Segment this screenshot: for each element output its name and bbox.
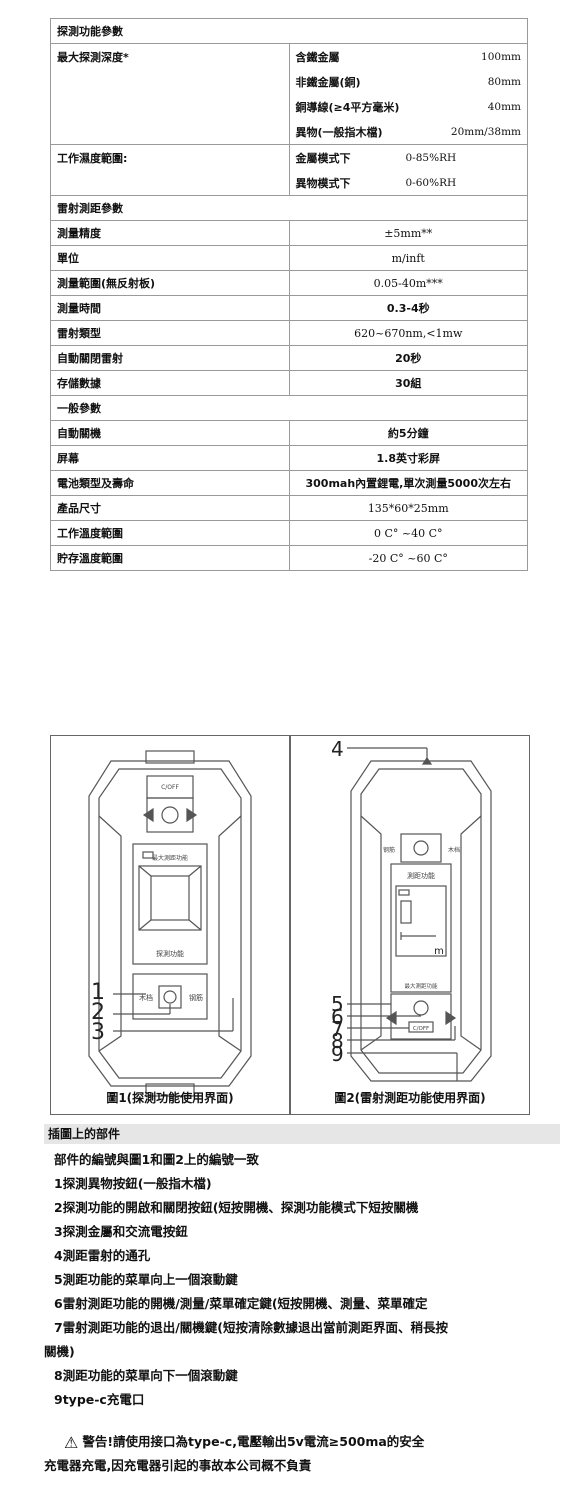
parts-line: 9type-c充電口	[54, 1392, 145, 1407]
fig1-callout-2: 2	[91, 1000, 105, 1025]
parts-line: 1探測異物按鈕(一般指木檔)	[54, 1176, 212, 1191]
warning-triangle-icon: ⚠	[64, 1433, 79, 1452]
fig1-button-right-label: 钢筋	[189, 993, 203, 1002]
parts-line: 6雷射測距功能的開機/測量/菜單確定鍵(短按開機、測量、菜單確定	[54, 1296, 428, 1311]
warning-line-1: 警告!請使用接口為type-c,電壓輸出5v電流≥500ma的安全	[82, 1434, 425, 1449]
fig1-callout-1: 1	[91, 980, 105, 1005]
laser-value: m/inft	[288, 245, 528, 271]
general-value: 300mah內置鋰電,單次測量5000次左右	[288, 470, 528, 496]
fig2-off-label: C/OFF	[413, 1026, 429, 1032]
laser-value: ±5mm**	[288, 220, 528, 246]
depth-row: 異物(一般指木檔)20mm/38mm	[295, 125, 522, 139]
section-laser-title: 雷射測距參數	[50, 195, 528, 221]
parts-title: 插圖上的部件	[44, 1124, 560, 1144]
parts-line: 部件的編號與圖1和圖2上的編號一致	[54, 1152, 259, 1167]
parts-line: 4測距雷射的通孔	[54, 1248, 151, 1263]
parts-line: 2探測功能的開啟和關閉按鈕(短按開機、探測功能模式下短按關機	[54, 1200, 419, 1215]
fig2-screen-title: 測距功能	[407, 871, 435, 880]
parts-line: 3探測金屬和交流電按鈕	[54, 1224, 188, 1239]
general-key: 電池類型及壽命	[50, 470, 290, 496]
laser-key: 雷射類型	[50, 320, 290, 346]
laser-value: 0.05-40m***	[288, 270, 528, 296]
general-key: 自動關機	[50, 420, 290, 446]
fig2-callout-5: 5	[331, 992, 344, 1016]
fig1-callout-3: 3	[91, 1020, 105, 1045]
depth-row: 銅導線(≥4平方毫米)40mm	[295, 100, 522, 114]
parts-line: 關機)	[44, 1344, 75, 1359]
fig2-button-right-label: 木档	[448, 846, 460, 854]
figure-1: C/OFF 最大測距功能 探測功能 木档 钢筋 1 2 3 圖1(探測功能使用界…	[50, 735, 290, 1115]
section-detect-title: 探測功能參數	[50, 18, 528, 44]
parts-line: 7雷射測距功能的退出/關機鍵(短按清除數據退出當前測距界面、稍長按	[54, 1320, 448, 1335]
laser-key: 測量範圍(無反射板)	[50, 270, 290, 296]
fig1-top-label: C/OFF	[161, 784, 179, 791]
depth-label: 最大探測深度*	[50, 43, 290, 145]
fig1-screen-title: 最大測距功能	[152, 854, 188, 862]
general-value: 135*60*25mm	[288, 495, 528, 521]
parts-list: 部件的編號與圖1和圖2上的編號一致 1探測異物按鈕(一般指木檔) 2探測功能的開…	[44, 1148, 564, 1412]
section-general-title: 一般參數	[50, 395, 528, 421]
fig1-button-left-label: 木档	[139, 993, 153, 1002]
fig1-caption: 圖1(探測功能使用界面)	[106, 1091, 234, 1105]
general-key: 貯存溫度範圍	[50, 545, 290, 571]
laser-key: 存儲數據	[50, 370, 290, 396]
general-key: 產品尺寸	[50, 495, 290, 521]
general-value: 約5分鐘	[288, 420, 528, 446]
figure-2: 測距功能 m 最大測距功能 C/OFF 钢筋 木档 4 5 6 7 8 9 圖2…	[290, 735, 530, 1115]
laser-key: 自動關閉雷射	[50, 345, 290, 371]
parts-line: 5測距功能的菜單向上一個滾動鍵	[54, 1272, 238, 1287]
laser-key: 測量精度	[50, 220, 290, 246]
fig2-button-left-label: 钢筋	[383, 846, 395, 854]
fig2-callout-6: 6	[331, 1005, 344, 1029]
laser-value: 620~670nm,<1mw	[288, 320, 528, 346]
general-value: 0 C° ~40 C°	[288, 520, 528, 546]
warning-block: ⚠警告!請使用接口為type-c,電壓輸出5v電流≥500ma的安全 充電器充電…	[44, 1430, 564, 1478]
general-value: 1.8英寸彩屏	[288, 445, 528, 471]
warning-line-2: 充電器充電,因充電器引起的事故本公司概不負責	[44, 1458, 312, 1473]
detector-drawing-front: C/OFF 最大測距功能 探測功能 木档 钢筋 1 2 3	[88, 750, 252, 1097]
fig2-callout-4: 4	[331, 737, 344, 761]
fig2-unit: m	[434, 946, 444, 957]
humidity-label: 工作濕度範圍:	[50, 144, 290, 196]
fig1-mode-label: 探測功能	[156, 949, 184, 958]
fig2-caption: 圖2(雷射測距功能使用界面)	[334, 1091, 486, 1105]
fig2-callout-7: 7	[331, 1017, 344, 1041]
parts-line: 8測距功能的菜單向下一個滾動鍵	[54, 1368, 238, 1383]
laser-value: 0.3-4秒	[288, 295, 528, 321]
laser-value: 20秒	[288, 345, 528, 371]
general-key: 工作溫度範圍	[50, 520, 290, 546]
depth-row: 非鐵金屬(銅)80mm	[295, 75, 522, 89]
fig2-callout-9: 9	[331, 1042, 344, 1066]
general-value: -20 C° ~60 C°	[288, 545, 528, 571]
general-key: 屏幕	[50, 445, 290, 471]
fig2-screen-bottom: 最大測距功能	[404, 982, 438, 990]
laser-key: 測量時間	[50, 295, 290, 321]
fig2-callout-8: 8	[331, 1029, 344, 1053]
laser-key: 單位	[50, 245, 290, 271]
detector-drawing-back: 測距功能 m 最大測距功能 C/OFF 钢筋 木档 4 5 6 7 8 9	[331, 737, 492, 1082]
laser-value: 30組	[288, 370, 528, 396]
